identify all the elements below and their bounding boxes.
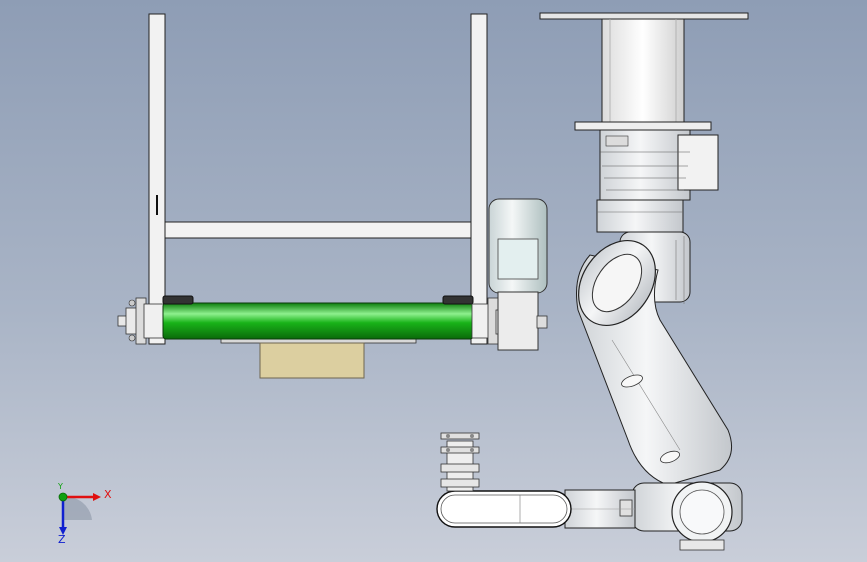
shoulder-housing xyxy=(596,199,684,233)
triad-z-label: Z xyxy=(58,533,66,546)
green-roller[interactable] xyxy=(117,295,517,345)
triad-z-arrow xyxy=(59,527,67,535)
gearbox xyxy=(497,291,539,351)
robot-base xyxy=(599,129,719,201)
forearm-link xyxy=(564,489,636,529)
triad-x-arrow xyxy=(93,493,101,501)
triad-x-label: X xyxy=(104,488,112,501)
triad-y-label: Y xyxy=(58,482,63,491)
shoulder-link xyxy=(578,239,656,327)
wrist-housing xyxy=(436,490,572,528)
frame-left-post xyxy=(148,13,166,345)
roller-tube xyxy=(162,302,474,340)
conveyor-frame[interactable] xyxy=(148,13,488,345)
frame-crossbar xyxy=(164,221,472,239)
left-bearing xyxy=(117,297,165,345)
roller-right-clamp xyxy=(442,295,474,305)
lower-arm-slot-2 xyxy=(660,450,680,464)
six-axis-robot-arm[interactable] xyxy=(436,12,749,551)
motor-label-plate xyxy=(497,238,539,280)
end-effector[interactable] xyxy=(440,432,480,492)
frame-right-post xyxy=(470,13,488,345)
elbow-joint xyxy=(631,481,743,551)
ceiling-plate xyxy=(539,12,749,20)
triad-y-axis xyxy=(58,492,68,502)
triad-base-sphere xyxy=(63,496,92,520)
lower-arm-slot-1 xyxy=(621,374,643,388)
block-body xyxy=(259,342,365,379)
roller-left-clamp xyxy=(162,295,194,305)
robot-column xyxy=(601,18,685,124)
orientation-triad[interactable] xyxy=(58,492,101,535)
gearbox-shaft xyxy=(536,315,548,329)
drive-motor[interactable] xyxy=(488,198,548,351)
wood-block[interactable] xyxy=(220,337,417,379)
column-flange xyxy=(574,121,712,131)
